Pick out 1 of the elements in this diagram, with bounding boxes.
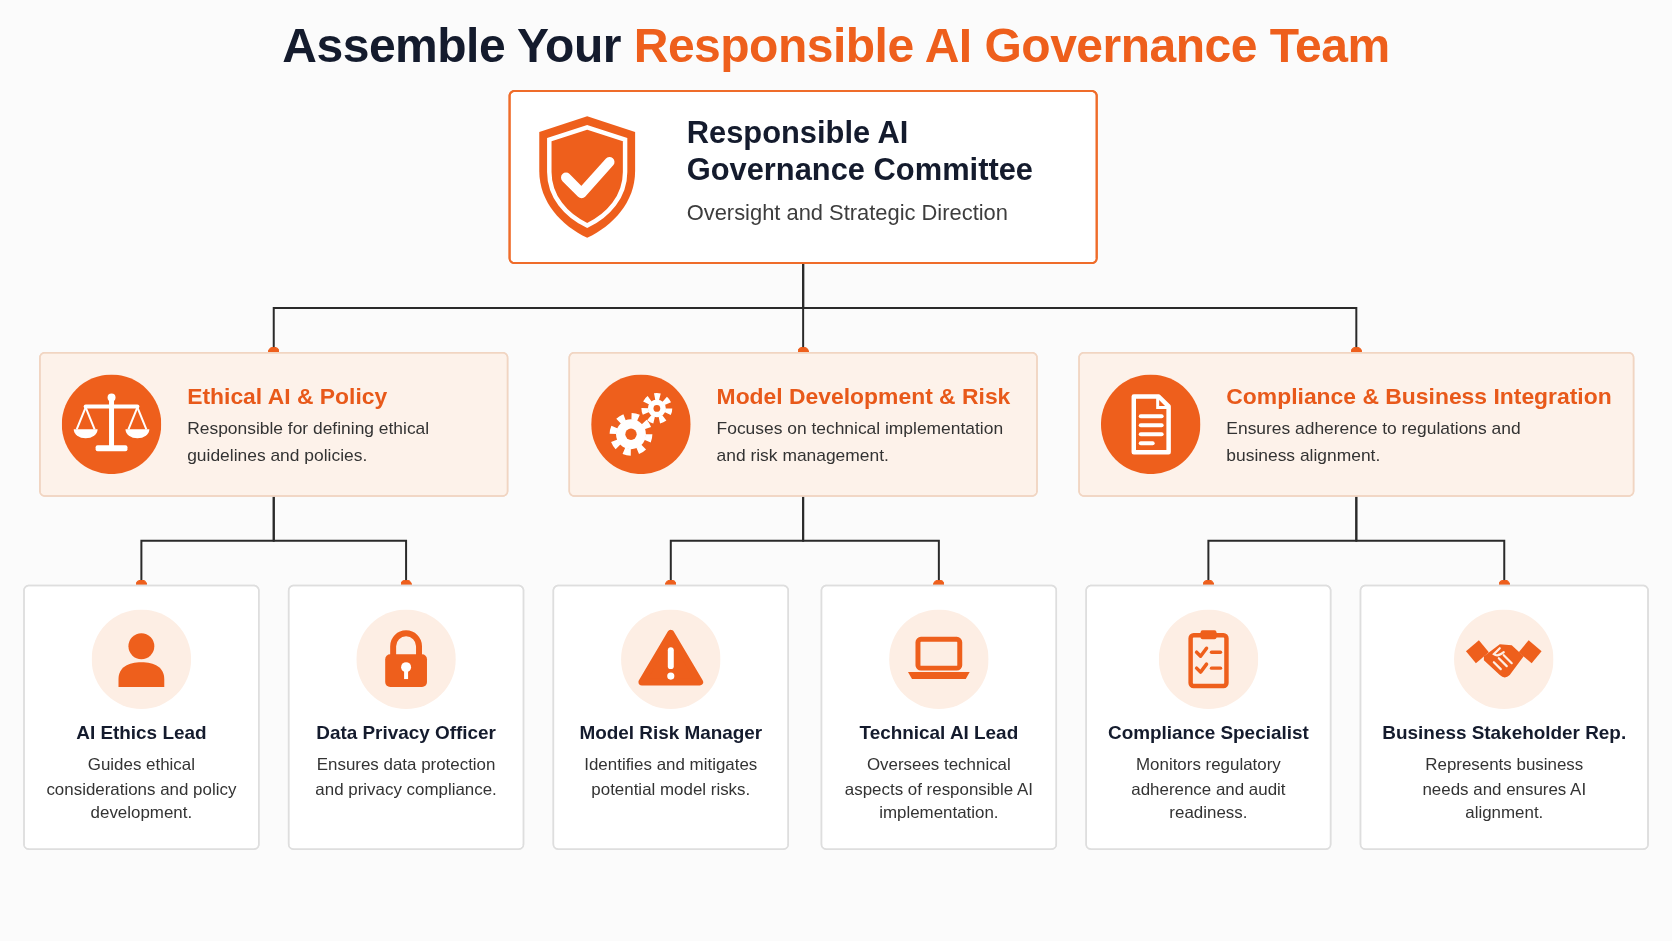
title: Assemble Your Responsible AI Governance Team <box>282 18 1390 73</box>
